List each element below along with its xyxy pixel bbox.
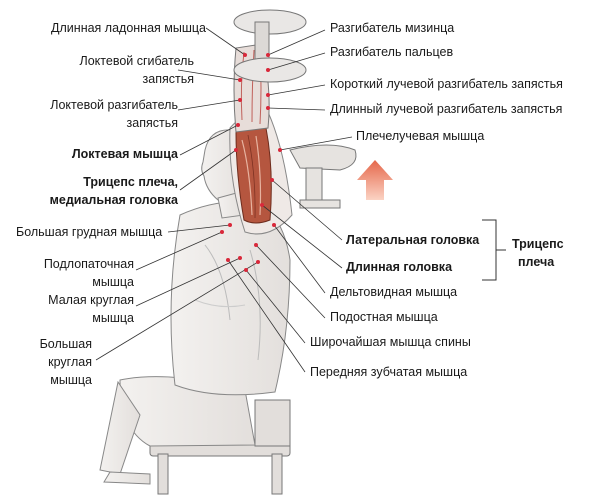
label-teres-minor-line2: мышца [92,311,134,325]
label-extensor-carpi-ulnaris-line2: запястья [126,116,178,130]
up-arrow-icon [357,160,393,200]
label-triceps-medial-line1: Трицепс плеча, [83,175,178,189]
label-palmaris-longus: Длинная ладонная мышца [51,21,206,35]
label-infraspinatus: Подостная мышца [330,310,438,324]
label-teres-major-line2: круглая [48,355,92,369]
label-anconeus: Локтевая мышца [71,147,178,161]
label-extensor-digitorum: Разгибатель пальцев [330,45,454,59]
label-flexor-carpi-ulnaris-line1: Локтевой сгибатель [79,54,194,68]
label-subscapularis-line2: мышца [92,275,134,289]
label-extensor-carpi-radialis-longus: Длинный лучевой разгибатель запястья [330,102,563,116]
label-flexor-carpi-ulnaris-line2: запястья [142,72,194,86]
label-teres-major-line1: Большая [39,337,92,351]
label-teres-minor-line1: Малая круглая [48,293,134,307]
label-latissimus-dorsi: Широчайшая мышца спины [310,335,471,349]
label-extensor-carpi-ulnaris-line1: Локтевой разгибатель [50,98,178,112]
label-extensor-carpi-radialis-brevis: Короткий лучевой разгибатель запястья [330,77,563,91]
label-triceps-medial-line2: медиальная головка [49,193,178,207]
label-pectoralis-major: Большая грудная мышца [16,225,163,239]
label-subscapularis-line1: Подлопаточная [43,257,134,271]
label-extensor-digiti-minimi: Разгибатель мизинца [330,21,455,35]
machine-pad [289,144,357,209]
label-triceps-group-line1: Трицепс [512,237,564,251]
label-long-head: Длинная головка [346,260,453,274]
upper-arm [229,111,293,235]
label-lateral-head: Латеральная головка [346,233,480,247]
leader-lines [95,27,353,373]
label-triceps-group-line2: плеча [518,255,555,269]
marker-dots [220,53,282,272]
label-brachioradialis: Плечелучевая мышца [356,129,485,143]
label-serratus-anterior: Передняя зубчатая мышца [310,365,468,379]
dumbbell-icon [233,9,307,83]
label-deltoid: Дельтовидная мышца [330,285,458,299]
triceps-bracket [482,219,506,281]
label-teres-major-line3: мышца [50,373,92,387]
